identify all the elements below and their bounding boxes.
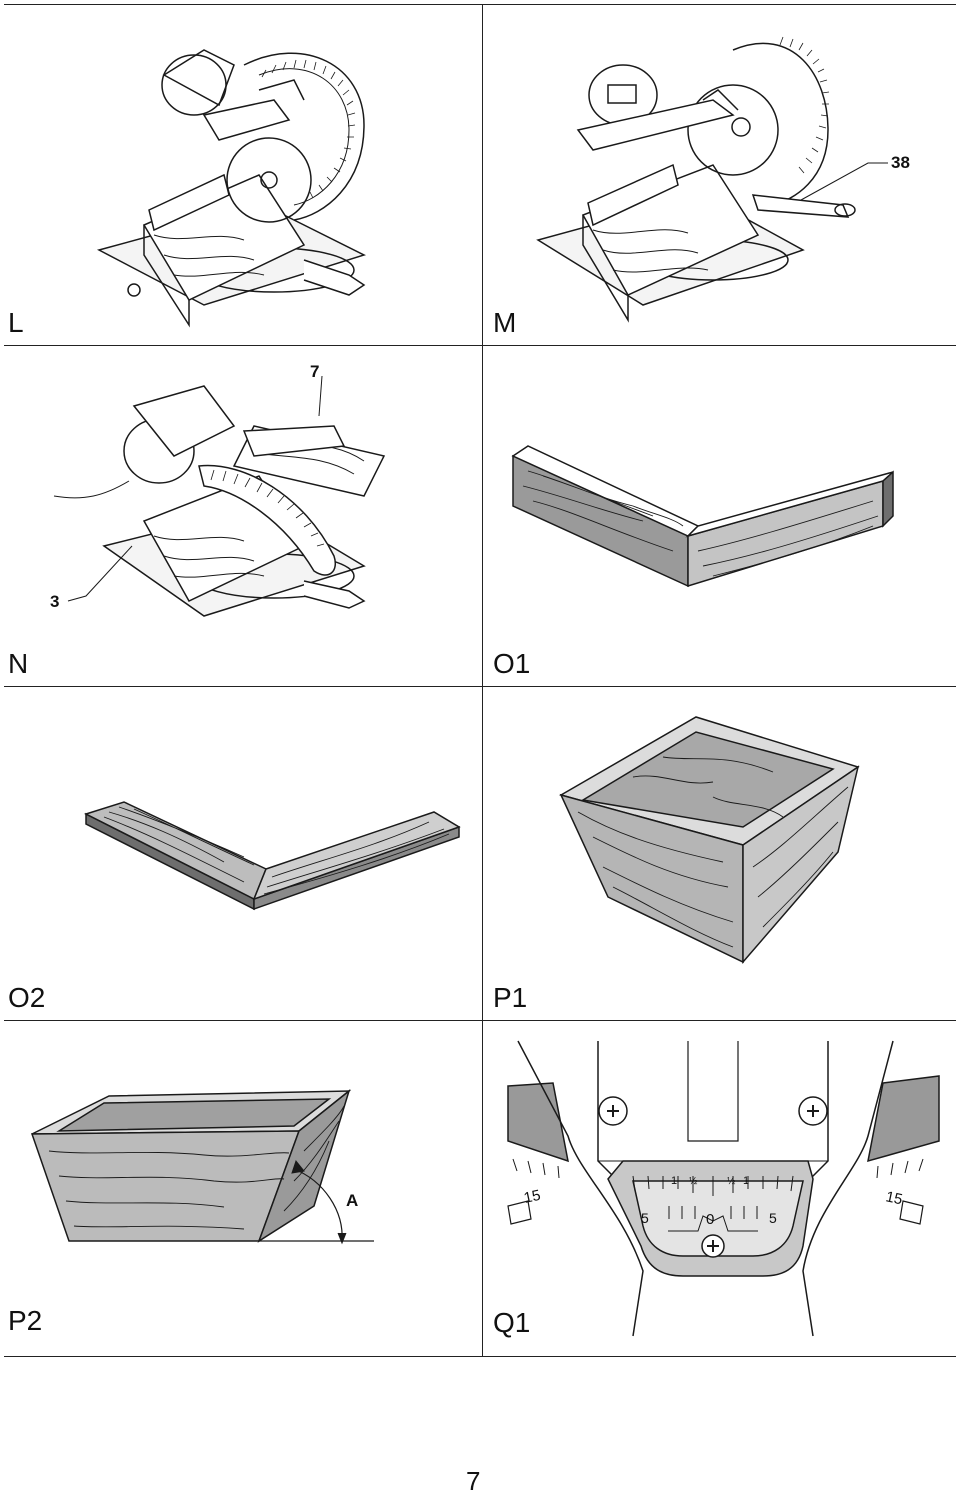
vernier-mark: ½ xyxy=(727,1176,736,1187)
panel-o2: O2 xyxy=(4,687,482,1020)
miter-saw-illustration-m xyxy=(536,36,888,323)
grid-line-row1 xyxy=(4,345,956,346)
callout-7: 7 xyxy=(310,362,320,381)
scale-number: 5 xyxy=(641,1210,649,1226)
vernier-mark: ½ xyxy=(689,1176,698,1187)
callout-3: 3 xyxy=(50,592,60,611)
panel-q1: 15 5 0 5 15 1 ½ ½ 1 Q1 xyxy=(483,1021,956,1356)
grid-line-row2 xyxy=(4,686,956,687)
panel-label: O1 xyxy=(493,648,531,679)
panel-label: Q1 xyxy=(493,1307,531,1338)
panel-p1: P1 xyxy=(483,687,956,1020)
grid-line-row3 xyxy=(4,1020,956,1021)
panel-o1: O1 xyxy=(483,346,956,686)
compound-box-illustration xyxy=(559,716,860,965)
scale-number: 15 xyxy=(884,1188,904,1208)
panel-label: L xyxy=(8,307,24,338)
panel-p2: A P2 xyxy=(4,1021,482,1356)
angle-label-a: A xyxy=(346,1191,359,1210)
panel-label: O2 xyxy=(8,982,46,1013)
scale-number: 15 xyxy=(522,1187,542,1207)
compound-tray-angle-illustration xyxy=(30,1088,374,1245)
miter-joint-flat-illustration xyxy=(84,801,461,911)
panel-label: P2 xyxy=(8,1305,43,1336)
grid-line-bottom xyxy=(4,1356,956,1357)
panel-label: N xyxy=(8,648,29,679)
panel-label: P1 xyxy=(493,982,528,1013)
page-number: 7 xyxy=(466,1466,481,1496)
grid-line-top xyxy=(4,4,956,5)
vernier-mark: 1 xyxy=(743,1175,749,1187)
scale-number: 0 xyxy=(706,1211,714,1228)
panel-m: 38 M xyxy=(483,5,956,345)
figure-grid xyxy=(4,4,956,1357)
panel-label: M xyxy=(493,307,517,338)
panel-l: L xyxy=(4,5,482,345)
vernier-mark: 1 xyxy=(671,1175,677,1187)
panel-n: 7 3 N xyxy=(4,346,482,686)
callout-38: 38 xyxy=(891,153,910,172)
grid-line-center xyxy=(482,4,483,1356)
scale-number: 5 xyxy=(769,1210,777,1226)
miter-saw-illustration-n xyxy=(53,375,386,617)
miter-scale-illustration: 15 5 0 5 15 1 ½ ½ 1 xyxy=(507,1040,940,1337)
miter-saw-illustration-l xyxy=(96,49,366,328)
miter-joint-vertical-illustration xyxy=(511,445,894,588)
